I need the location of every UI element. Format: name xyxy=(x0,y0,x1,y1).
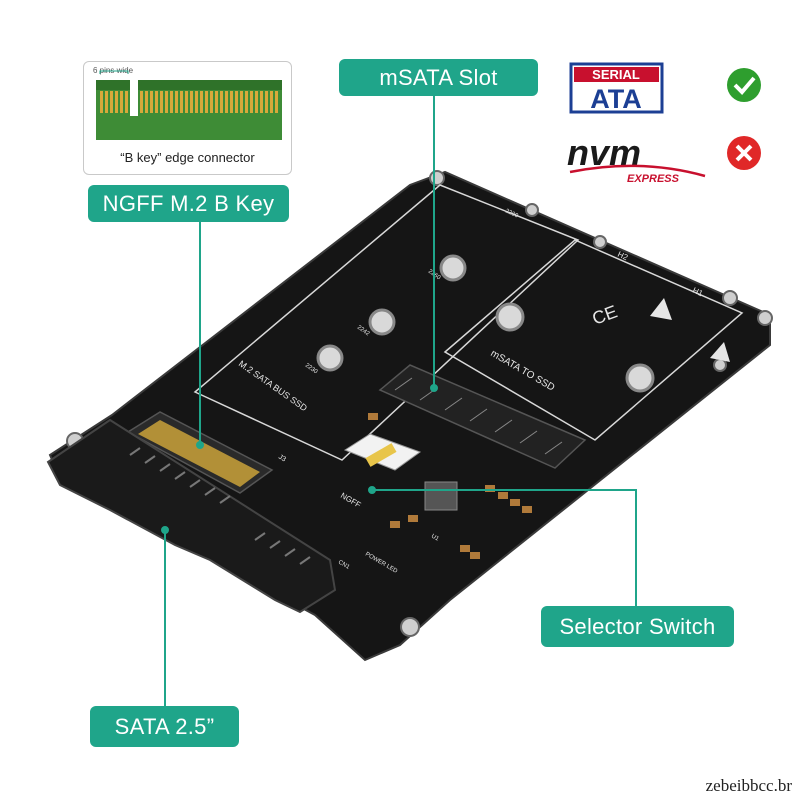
ngff-m2-label: NGFF M.2 B Key xyxy=(88,185,289,222)
cross-icon xyxy=(727,136,761,170)
svg-text:SERIAL: SERIAL xyxy=(592,67,640,82)
selector-switch-label: Selector Switch xyxy=(541,606,734,647)
silk-h2: H2 xyxy=(616,250,630,263)
check-icon xyxy=(727,68,761,102)
regulator-chip xyxy=(424,481,458,511)
svg-text:EXPRESS: EXPRESS xyxy=(627,173,680,185)
edge-connector-inset: 6 pins wide “B key” edge connector xyxy=(83,61,292,175)
silk-cn1: CN1 xyxy=(337,560,351,572)
watermark: zebeibbcc.br xyxy=(705,776,792,795)
serial-ata-logo: SERIAL ATA xyxy=(569,62,664,114)
silk-j3: J3 xyxy=(277,454,287,464)
msata-ssd-outline xyxy=(443,239,744,441)
edge-connector-illustration xyxy=(96,70,282,140)
sata-connector xyxy=(46,418,337,614)
silk-u1: U1 xyxy=(430,534,440,543)
silk-h1: H1 xyxy=(691,286,705,299)
esd-warning-icon-2 xyxy=(710,342,730,362)
m2-ssd-outline xyxy=(193,184,580,461)
selector-leader xyxy=(372,489,637,606)
edge-connector-caption: “B key” edge connector xyxy=(120,150,255,165)
svg-text:ATA: ATA xyxy=(590,84,641,114)
msata-slot-label: mSATA Slot xyxy=(339,59,538,96)
silk-2280: 2280 xyxy=(504,208,519,219)
nvm-express-logo: nvm EXPRESS xyxy=(567,132,706,185)
sata-label: SATA 2.5” xyxy=(90,706,239,747)
esd-warning-icon xyxy=(650,298,672,320)
